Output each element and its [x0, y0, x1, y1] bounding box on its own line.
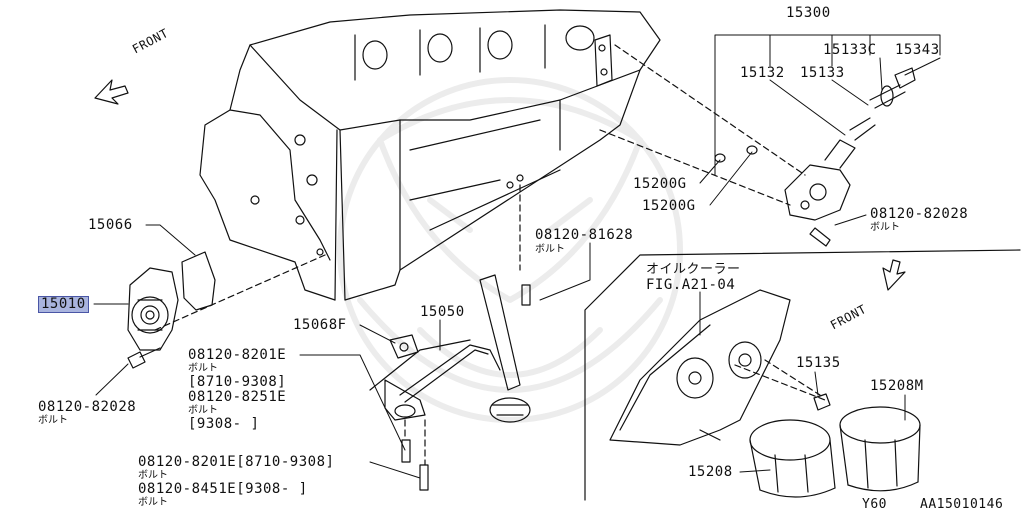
regulator-valve-assembly [784, 67, 916, 247]
part-bolt-left[interactable]: 08120-82028 [38, 399, 137, 415]
oil-strainer [369, 274, 531, 423]
part-bolt-right-sub: ボルト [870, 222, 900, 233]
part-8201e-b[interactable]: 08120-8201E[8710-9308] [138, 454, 335, 470]
part-15208m[interactable]: 15208M [870, 378, 924, 394]
part-8451e[interactable]: 08120-8451E[9308- ] [138, 481, 308, 497]
oil-filter-15208 [749, 419, 836, 498]
part-8201e-a[interactable]: 08120-8201E [188, 347, 287, 363]
part-bolt-center-top-sub: ボルト [535, 244, 565, 255]
oil-pump [127, 267, 179, 351]
part-8251e-range: [9308- ] [188, 416, 260, 432]
dashed-lines [154, 44, 826, 466]
part-8451e-sub: ボルト [138, 497, 168, 508]
section-divider [584, 249, 1021, 501]
part-15343[interactable]: 15343 [895, 42, 940, 58]
part-15066[interactable]: 15066 [88, 217, 133, 233]
watermark-emblem [337, 77, 683, 423]
block-bolt-holes [316, 174, 524, 256]
part-8201e-a-sub: ボルト [188, 363, 218, 374]
oil-filter-15208m [839, 406, 921, 492]
model-code: Y60 [862, 497, 887, 512]
engine-block [199, 9, 661, 301]
part-8201e-b-sub: ボルト [138, 470, 168, 481]
part-15133[interactable]: 15133 [800, 65, 845, 81]
oil-cooler-body [609, 289, 791, 446]
part-15050[interactable]: 15050 [420, 304, 465, 320]
front-arrow-right [882, 259, 906, 291]
part-15133c[interactable]: 15133C [823, 42, 877, 58]
part-15132[interactable]: 15132 [740, 65, 785, 81]
oil-cooler-label: オイルクーラー [646, 262, 741, 277]
part-15135[interactable]: 15135 [796, 355, 841, 371]
part-8251e-sub: ボルト [188, 405, 218, 416]
part-15010-highlighted[interactable]: 15010 [38, 296, 89, 313]
part-15068f[interactable]: 15068F [293, 317, 347, 333]
part-15200g-b[interactable]: 15200G [642, 198, 696, 214]
part-8251e[interactable]: 08120-8251E [188, 389, 287, 405]
part-8201e-a-range: [8710-9308] [188, 374, 287, 390]
part-bolt-center-top[interactable]: 08120-81628 [535, 227, 634, 243]
part-15208[interactable]: 15208 [688, 464, 733, 480]
pump-gasket [181, 251, 216, 311]
leader-lines [93, 34, 941, 479]
part-15300[interactable]: 15300 [786, 5, 831, 21]
part-bolt-left-sub: ボルト [38, 415, 68, 426]
oil-cooler-ref-link[interactable]: FIG.A21-04 [646, 277, 736, 293]
part-bolt-right[interactable]: 08120-82028 [870, 206, 969, 222]
relief-valve [813, 393, 831, 411]
figure-id: AA15010146 [920, 497, 1004, 512]
part-15200g-a[interactable]: 15200G [633, 176, 687, 192]
strainer-gasket [389, 334, 419, 359]
pump-bolt [127, 347, 161, 369]
front-arrow-top-left [94, 79, 129, 105]
